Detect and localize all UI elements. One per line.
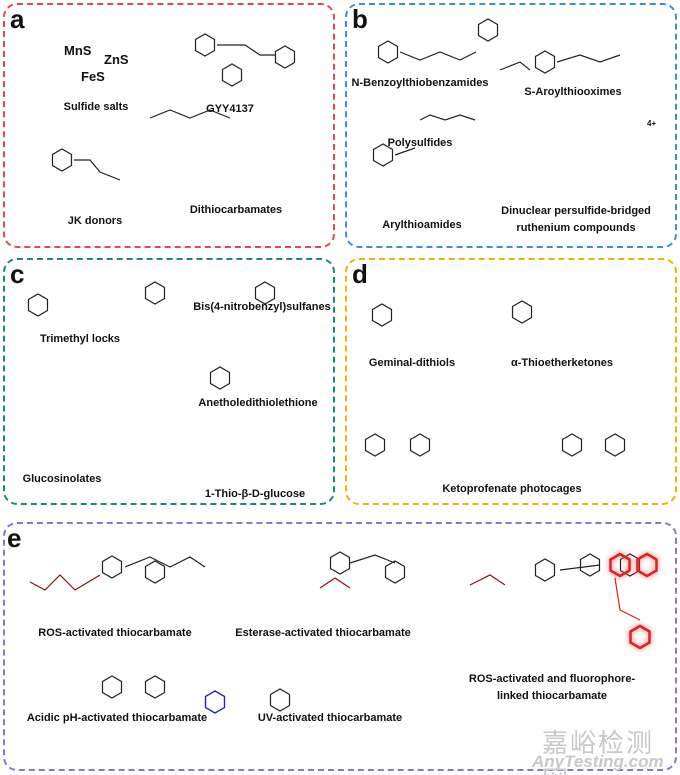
caption-dithiocarbamates: Dithiocarbamates xyxy=(189,204,283,216)
watermark-en: AnyTesting.com xyxy=(532,752,664,771)
panel-label-b: b xyxy=(352,4,368,34)
caption-trimethyl-locks: Trimethyl locks xyxy=(39,333,121,345)
caption-thio-glucose: 1-Thio-β-D-glucose xyxy=(204,488,306,500)
caption-geminal-dithiols: Geminal-dithiols xyxy=(368,357,456,369)
panel-d xyxy=(345,258,677,505)
formula-fes: FeS xyxy=(81,69,105,84)
caption-acidic-ph-thiocarbamate: Acidic pH-activated thiocarbamate xyxy=(26,712,208,724)
panel-e xyxy=(3,522,677,771)
caption-ketoprofenate-photocages: Ketoprofenate photocages xyxy=(442,483,582,495)
caption-ros-fluorophore-line1: ROS-activated and fluorophore- xyxy=(468,673,636,685)
charge-label: 4+ xyxy=(647,119,657,128)
watermark-cn: 嘉峪检测网 xyxy=(542,728,655,775)
caption-arylthioamides: Arylthioamides xyxy=(382,219,462,231)
caption-ros-fluorophore-line2: linked thiocarbamate xyxy=(496,690,608,702)
caption-anetholedithiolethione: Anetholedithiolethione xyxy=(198,397,318,409)
caption-dinuclear-line1: Dinuclear persulfide-bridged xyxy=(501,205,651,217)
caption-esterase-thiocarbamate: Esterase-activated thiocarbamate xyxy=(235,627,411,639)
caption-glucosinolates: Glucosinolates xyxy=(22,473,102,485)
caption-jk-donors: JK donors xyxy=(67,215,123,227)
caption-n-benzoylthiobenzamides: N-Benzoylthiobenzamides xyxy=(351,77,489,89)
caption-sulfide-salts: Sulfide salts xyxy=(63,101,129,113)
formula-zns: ZnS xyxy=(104,52,129,67)
panel-c xyxy=(3,258,335,505)
caption-uv-thiocarbamate: UV-activated thiocarbamate xyxy=(257,712,403,724)
caption-thioetherketones: α-Thioetherketones xyxy=(510,357,614,369)
caption-dinuclear-line2: ruthenium compounds xyxy=(516,222,636,234)
caption-gyy4137: GYY4137 xyxy=(206,103,254,115)
panel-b xyxy=(345,3,677,248)
panel-label-c: c xyxy=(10,259,25,289)
caption-bis-nitrobenzyl-sulfanes: Bis(4-nitrobenzyl)sulfanes xyxy=(193,301,331,313)
panel-label-e: e xyxy=(7,523,22,553)
panel-label-d: d xyxy=(352,259,368,289)
caption-s-aroylthiooximes: S-Aroylthiooximes xyxy=(524,86,622,98)
caption-polysulfides: Polysulfides xyxy=(387,137,453,149)
panel-label-a: a xyxy=(10,4,25,34)
caption-ros-thiocarbamate: ROS-activated thiocarbamate xyxy=(38,627,192,639)
panel-a xyxy=(3,3,335,248)
formula-mns: MnS xyxy=(64,43,92,58)
